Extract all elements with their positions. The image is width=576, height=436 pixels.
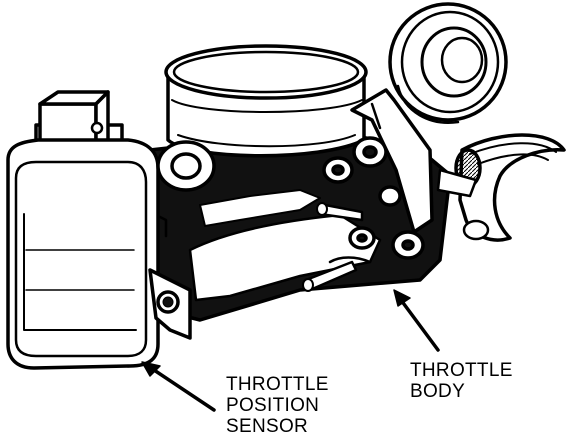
cable-pulley: [388, 2, 508, 124]
throttle-body-leader-line: [396, 294, 440, 352]
idle-lever-ring: [156, 140, 216, 192]
label-throttle-body: THROTTLE BODY: [410, 360, 518, 402]
tps-label-line-1: THROTTLE: [226, 374, 329, 395]
throttle-position-sensor-housing: [6, 90, 168, 370]
throttle-body-label-line-2: BODY: [410, 381, 465, 402]
throttle-return-cam: [436, 133, 566, 242]
label-throttle-position-sensor: THROTTLE POSITION SENSOR: [226, 374, 334, 436]
air-inlet-barrel: [164, 44, 368, 158]
throttle-lever-bracket: [350, 88, 434, 234]
throttle-body-label-line-1: THROTTLE: [410, 360, 513, 381]
tps-label-line-2: POSITION: [226, 395, 319, 416]
sensor-mounting-flange: [148, 268, 192, 340]
throttle-housing: [148, 128, 452, 322]
tps-leader-arrowhead: [141, 361, 161, 377]
tps-leader-line: [146, 364, 216, 412]
linkage-bosses: [302, 136, 427, 292]
throttle-body-leader-arrowhead: [393, 289, 411, 307]
tps-label-line-3: SENSOR: [226, 416, 308, 436]
